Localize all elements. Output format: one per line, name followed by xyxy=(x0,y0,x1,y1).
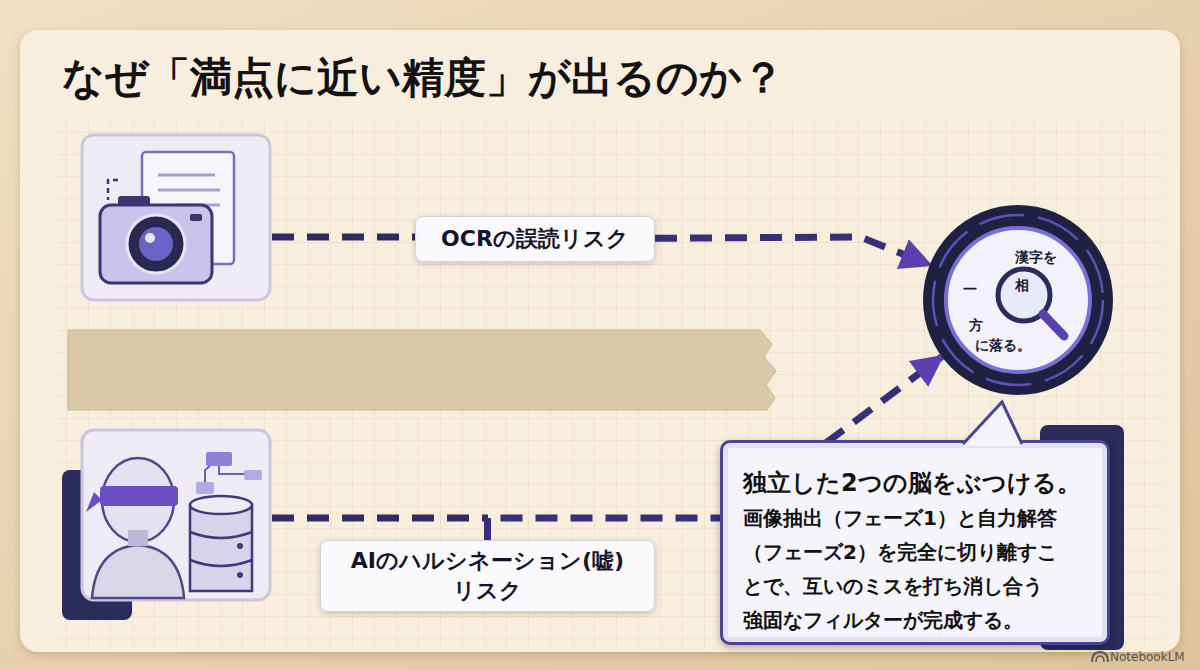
database-led xyxy=(237,543,243,549)
blindfold-tail xyxy=(86,492,102,512)
tape-strip xyxy=(68,330,776,410)
risk-label-box: OCRの誤読リスク xyxy=(415,216,655,262)
grid-paper xyxy=(58,118,1163,648)
dashed-arrow xyxy=(655,237,930,265)
camera-flash xyxy=(190,214,202,221)
callout-tail-edge xyxy=(963,402,1022,444)
icon-box xyxy=(82,135,270,300)
inner-disc xyxy=(946,228,1090,372)
watermark-arc xyxy=(1092,652,1108,662)
risk-label: OCRの誤読リスク xyxy=(441,224,629,254)
robot-blindfold xyxy=(100,486,178,506)
camera-lens-inner xyxy=(139,227,173,261)
watermark-icon xyxy=(1092,652,1108,662)
flow-wire xyxy=(205,466,244,482)
document-line xyxy=(158,189,220,192)
flow-block xyxy=(244,470,262,480)
scanned-text: に落る。 xyxy=(975,337,1031,355)
camera-lens xyxy=(127,215,185,273)
callout-body: 画像抽出（フェーズ1）と自力解答 （フェーズ2）を完全に切り離すこ とで、互いの… xyxy=(743,501,1089,637)
document-line xyxy=(158,174,215,177)
database-icon xyxy=(190,496,252,591)
database-ring xyxy=(190,532,252,566)
flow-block xyxy=(206,452,232,466)
database-body xyxy=(190,505,252,591)
dashed-leader xyxy=(272,515,488,522)
risk-label: AIのハルシネーション(嘘) リスク xyxy=(331,546,644,606)
slide-title: なぜ「満点に近い精度」が出るのか？ xyxy=(62,50,784,106)
dashed-leader xyxy=(272,234,420,241)
check-circle: 漢字を一 相方に落る。 xyxy=(923,205,1113,395)
lens-highlight xyxy=(145,233,155,243)
scanned-text: 一 xyxy=(963,281,977,299)
scanned-text: 漢字を xyxy=(1015,249,1057,267)
watermark: NotebookLM xyxy=(1110,650,1185,664)
risk-label-box: AIのハルシネーション(嘘) リスク xyxy=(320,540,655,612)
database-led xyxy=(237,572,243,578)
scan-bracket xyxy=(108,180,118,200)
icon-box xyxy=(82,430,270,600)
scanned-text: 方 xyxy=(969,317,983,335)
circle-outline xyxy=(923,205,1113,395)
scanned-text: 相 xyxy=(1015,277,1029,295)
magnifier-handle xyxy=(1043,314,1064,336)
camera-body xyxy=(100,205,212,283)
flow-block xyxy=(196,482,214,494)
robot-shoulders xyxy=(92,545,184,598)
robot-neck xyxy=(128,530,148,546)
outer-ring xyxy=(923,205,1113,395)
callout-box: 独立した2つの脳をぶつける。画像抽出（フェーズ1）と自力解答 （フェーズ2）を完… xyxy=(720,440,1110,645)
database-top xyxy=(190,496,252,514)
tech-ring xyxy=(933,215,1103,385)
watermark-arc xyxy=(1096,656,1104,662)
slide-panel xyxy=(20,30,1180,652)
callout-heading: 独立した2つの脳をぶつける。 xyxy=(743,465,1089,501)
